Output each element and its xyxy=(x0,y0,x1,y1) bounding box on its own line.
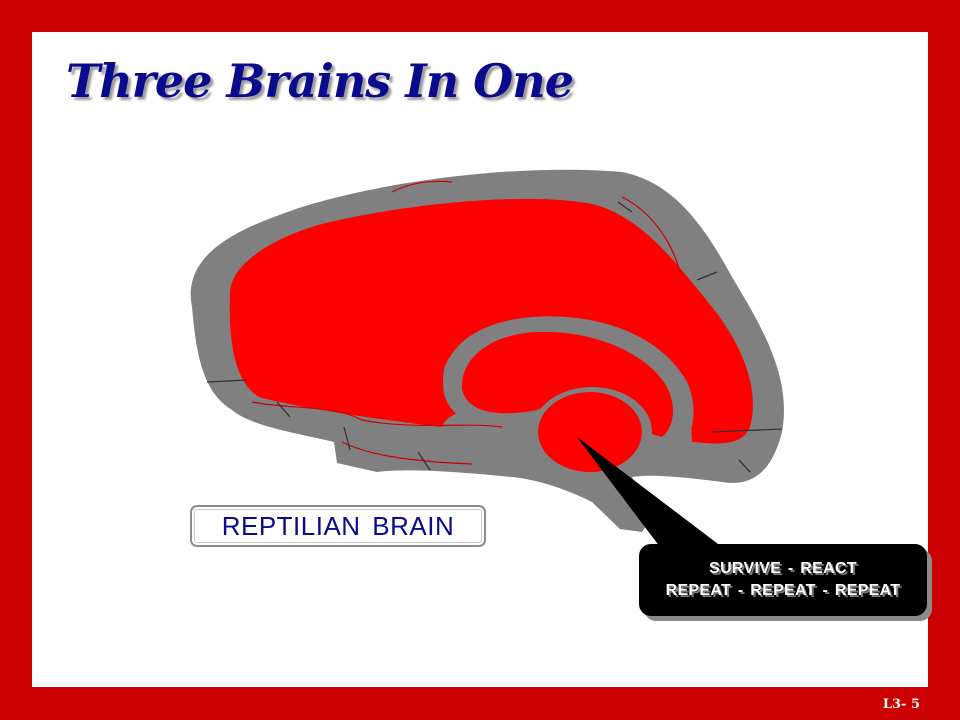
slide-number: L3- 5 xyxy=(882,697,920,712)
callout-pointer xyxy=(577,437,722,547)
vessel-line xyxy=(341,441,473,465)
reptilian-brain-label: REPTILIAN BRAIN xyxy=(190,505,486,547)
reptilian-brain-label-text: REPTILIAN BRAIN xyxy=(221,510,455,541)
callout-line-1: SURVIVE - REACT xyxy=(709,560,857,577)
slide-title: Three Brains In One xyxy=(66,54,574,108)
slide: Three Brains In One REPT xyxy=(32,32,928,687)
callout-line-2: REPEAT - REPEAT - REPEAT xyxy=(665,582,901,599)
brain-tick-marks xyxy=(206,201,783,473)
vessel-line xyxy=(391,180,453,193)
brain-cortex-shape xyxy=(229,198,753,444)
reptilian-core-red xyxy=(538,392,642,472)
vessel-line xyxy=(621,196,681,273)
reptilian-brain-callout: SURVIVE - REACT REPEAT - REPEAT - REPEAT xyxy=(639,544,927,616)
vessel-line xyxy=(251,401,503,428)
brain-cross-section-icon xyxy=(190,169,784,547)
